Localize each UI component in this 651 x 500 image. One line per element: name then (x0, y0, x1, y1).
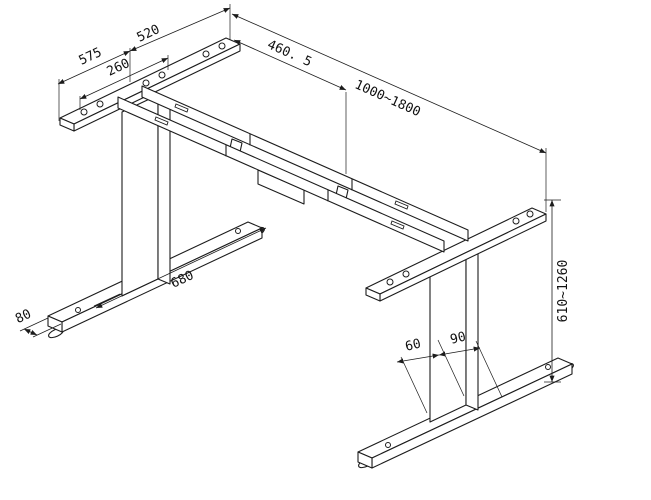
dim-label-60: 60 (404, 336, 423, 354)
bracket-hole (512, 217, 520, 225)
dim-label-90: 90 (449, 329, 468, 347)
bracket-hole (202, 50, 210, 58)
bracket-hole (402, 270, 410, 278)
rail-slot (394, 200, 409, 210)
rail-slot (154, 116, 169, 126)
right-foot-screw-hole (545, 364, 551, 370)
bracket-hole (526, 210, 534, 218)
right-foot (357, 357, 574, 469)
rail-slot (390, 220, 405, 230)
bracket-hole (158, 71, 166, 79)
right-mounting-bracket (365, 207, 547, 302)
bracket-hole (142, 79, 150, 87)
crossbar-front-rail (117, 96, 445, 253)
dim-label-575: 575 (77, 45, 105, 69)
right-foot-screw-hole (385, 442, 391, 448)
right-column (429, 240, 479, 423)
rail-slot (174, 103, 189, 113)
dim-label-460-5: 460. 5 (265, 37, 314, 70)
left-foot-screw-hole (235, 228, 241, 234)
bracket-hole (386, 278, 394, 286)
crossbar-assembly (117, 85, 469, 253)
dim-label-height-range: 610~1260 (556, 260, 571, 323)
dim-label-520: 520 (135, 22, 163, 46)
dim-label-80: 80 (13, 307, 34, 327)
dim-label-width-range: 1000~1800 (352, 77, 422, 120)
bracket-hole (80, 108, 88, 116)
bracket-hole (218, 42, 226, 50)
dimension-annotations: 575 520 260 460. 5 1000~1800 680 80 60 9… (13, 4, 571, 414)
left-foot-screw-hole (75, 307, 81, 313)
bracket-hole (96, 100, 104, 108)
